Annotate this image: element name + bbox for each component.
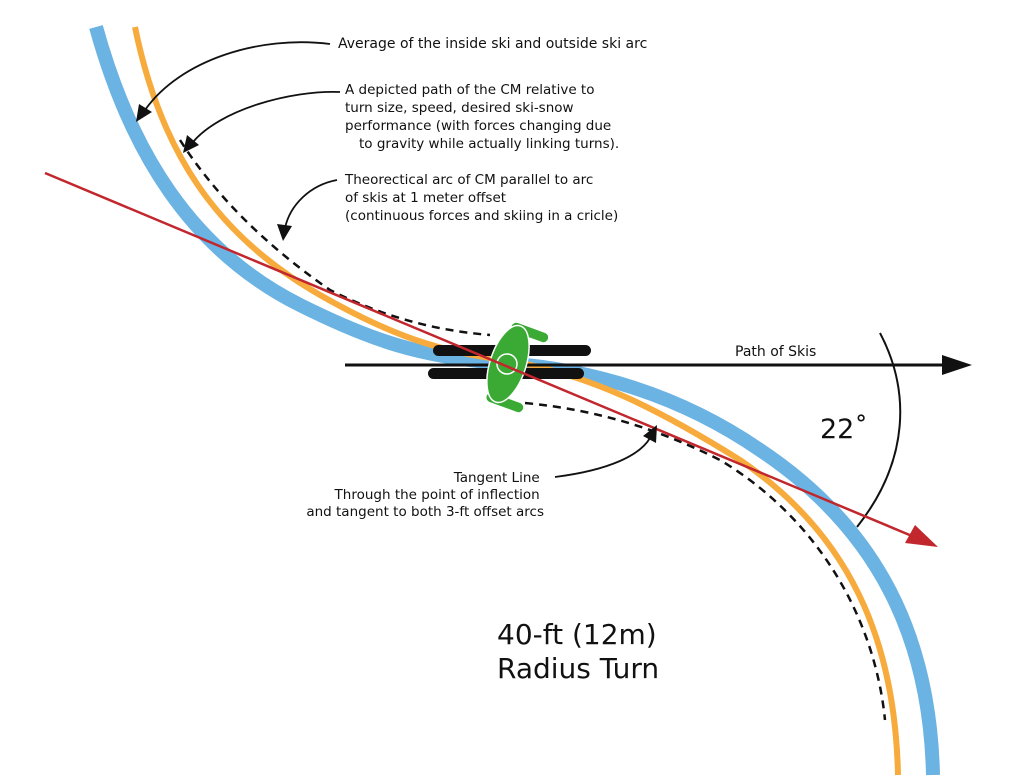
label-path-of-skis: Path of Skis <box>735 344 816 360</box>
label-angle: 22˚ <box>820 414 868 445</box>
callout-arrowhead-tangent <box>643 425 657 443</box>
tangent-arrowhead <box>905 525 938 547</box>
callout-arrowhead-theoretical <box>277 224 292 241</box>
tangent-line <box>44 171 913 538</box>
callout-arrow-tangent <box>554 437 651 478</box>
callout-arrowhead-cm-path <box>183 135 199 153</box>
callout-arrowhead-average <box>136 104 152 122</box>
label-depicted-path: A depicted path of the CM relative to tu… <box>345 82 619 152</box>
label-turn-radius: 40-ft (12m) Radius Turn <box>497 618 666 685</box>
label-average-arc: Average of the inside ski and outside sk… <box>338 36 647 52</box>
callout-arrow-average <box>144 41 331 111</box>
dashed-cm-arc-lower <box>524 401 887 721</box>
callout-arrow-cm-path <box>192 91 341 143</box>
angle-arc <box>856 332 902 528</box>
dashed-cm-arc-upper <box>178 139 491 337</box>
path-of-skis-arrowhead <box>942 355 972 375</box>
label-theoretical-arc: Theorectical arc of CM parallel to arc o… <box>344 172 618 224</box>
callout-arrow-theoretical <box>284 179 338 229</box>
label-tangent-line: Tangent Line Through the point of inflec… <box>306 470 544 520</box>
